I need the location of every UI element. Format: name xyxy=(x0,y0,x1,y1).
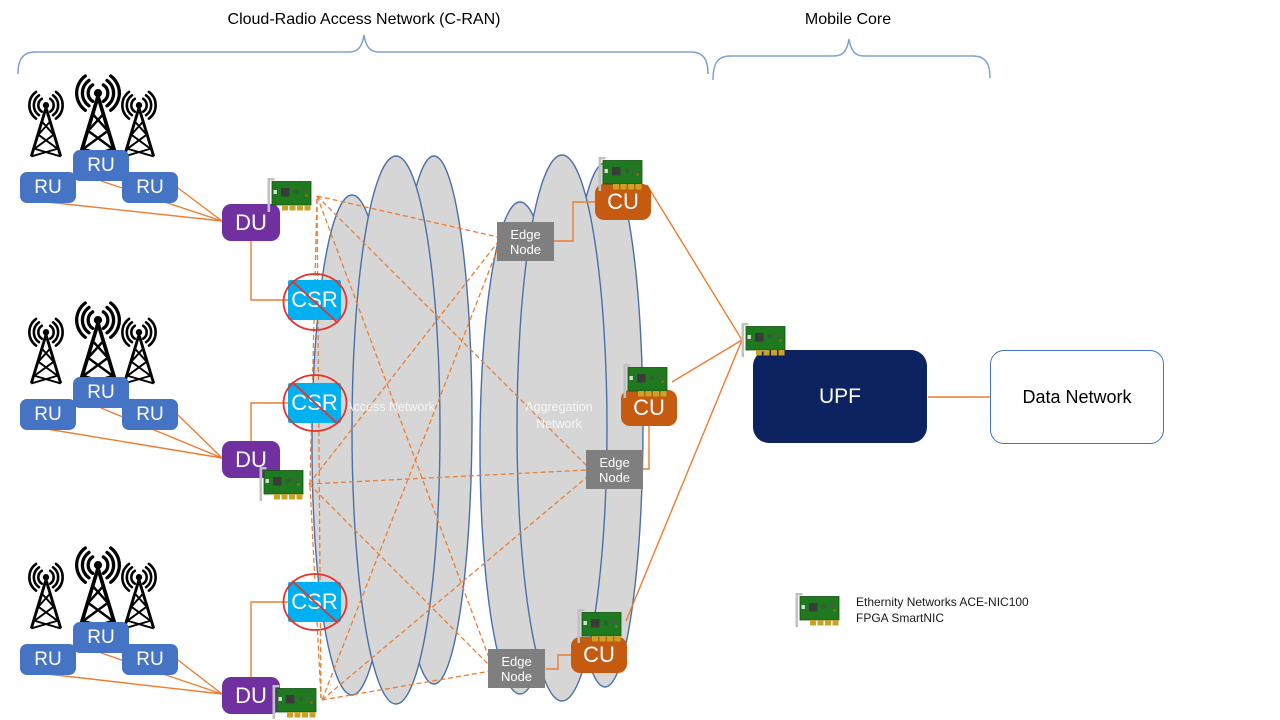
ru-node: RU xyxy=(122,172,178,203)
cu-node: CU xyxy=(571,637,627,673)
edge-node: Edge Node xyxy=(488,649,545,688)
smartnic-icon xyxy=(575,608,627,644)
ru-node: RU xyxy=(73,622,129,653)
cell-tower-icon xyxy=(27,317,65,385)
ru-node: RU xyxy=(20,172,76,203)
cell-tower-group-3 xyxy=(27,546,158,633)
cu-upf-link-2 xyxy=(671,339,743,383)
csr-node: CSR xyxy=(288,280,341,320)
nic-mesh-dashed-links xyxy=(308,195,588,701)
ru-node: RU xyxy=(122,399,178,430)
cell-tower-icon xyxy=(120,90,158,158)
ru-node: RU xyxy=(20,644,76,675)
du-csr-link-3 xyxy=(250,601,288,677)
smartnic-icon xyxy=(596,156,648,192)
aggregation-network-label: Aggregation Network xyxy=(525,400,593,431)
cell-tower-group-1 xyxy=(27,74,158,161)
ru-node: RU xyxy=(122,644,178,675)
cell-tower-icon xyxy=(74,74,122,161)
ru-node: RU xyxy=(20,399,76,430)
upf-node: UPF xyxy=(753,350,927,443)
legend-line-2: FPGA SmartNIC xyxy=(856,611,945,625)
ru-du-links-2 xyxy=(46,407,223,459)
du-node: DU xyxy=(222,677,280,714)
prohibited-icon xyxy=(281,372,349,434)
mobile-core-title: Mobile Core xyxy=(804,11,892,28)
cu-node: CU xyxy=(595,184,651,220)
aggregation-network-cloud xyxy=(479,154,644,702)
cell-tower-icon xyxy=(120,562,158,630)
edge-node: Edge Node xyxy=(586,450,643,489)
mobile-core-brace xyxy=(712,38,991,81)
smartnic-icon xyxy=(270,684,322,720)
smartnic-icon xyxy=(621,363,673,399)
ru-node: RU xyxy=(73,150,129,181)
prohibited-icon xyxy=(281,271,349,333)
edge-cu-link-1 xyxy=(554,201,595,242)
cell-tower-icon xyxy=(27,90,65,158)
edge-cu-link-3 xyxy=(546,654,571,670)
smartnic-icon xyxy=(265,177,317,213)
data-network-node: Data Network xyxy=(990,350,1164,444)
cell-tower-icon xyxy=(74,301,122,388)
legend-nic-icon xyxy=(793,592,845,628)
du-csr-link-1 xyxy=(250,241,288,301)
du-node: DU xyxy=(222,204,280,241)
cell-tower-icon xyxy=(120,317,158,385)
access-network-cloud xyxy=(311,155,473,705)
du-csr-link-2 xyxy=(250,402,288,441)
smartnic-icon xyxy=(739,322,791,358)
access-network-label: Access Network xyxy=(345,400,435,414)
cran-brace xyxy=(17,34,709,75)
edge-node: Edge Node xyxy=(497,222,554,261)
prohibited-icon xyxy=(281,571,349,633)
cu-upf-link-3 xyxy=(625,339,743,622)
cell-tower-icon xyxy=(74,546,122,633)
smartnic-icon xyxy=(257,466,309,502)
cell-tower-group-2 xyxy=(27,301,158,388)
cran-title: Cloud-Radio Access Network (C-RAN) xyxy=(227,11,501,28)
csr-node: CSR xyxy=(288,582,341,622)
solid-links xyxy=(46,180,990,695)
cell-tower-icon xyxy=(27,562,65,630)
ru-node: RU xyxy=(73,377,129,408)
cu-upf-link-1 xyxy=(646,184,743,341)
legend: Ethernity Networks ACE-NIC100 FPGA Smart… xyxy=(856,594,1029,626)
edge-cu-link-2 xyxy=(643,426,650,470)
legend-line-1: Ethernity Networks ACE-NIC100 xyxy=(856,595,1029,609)
